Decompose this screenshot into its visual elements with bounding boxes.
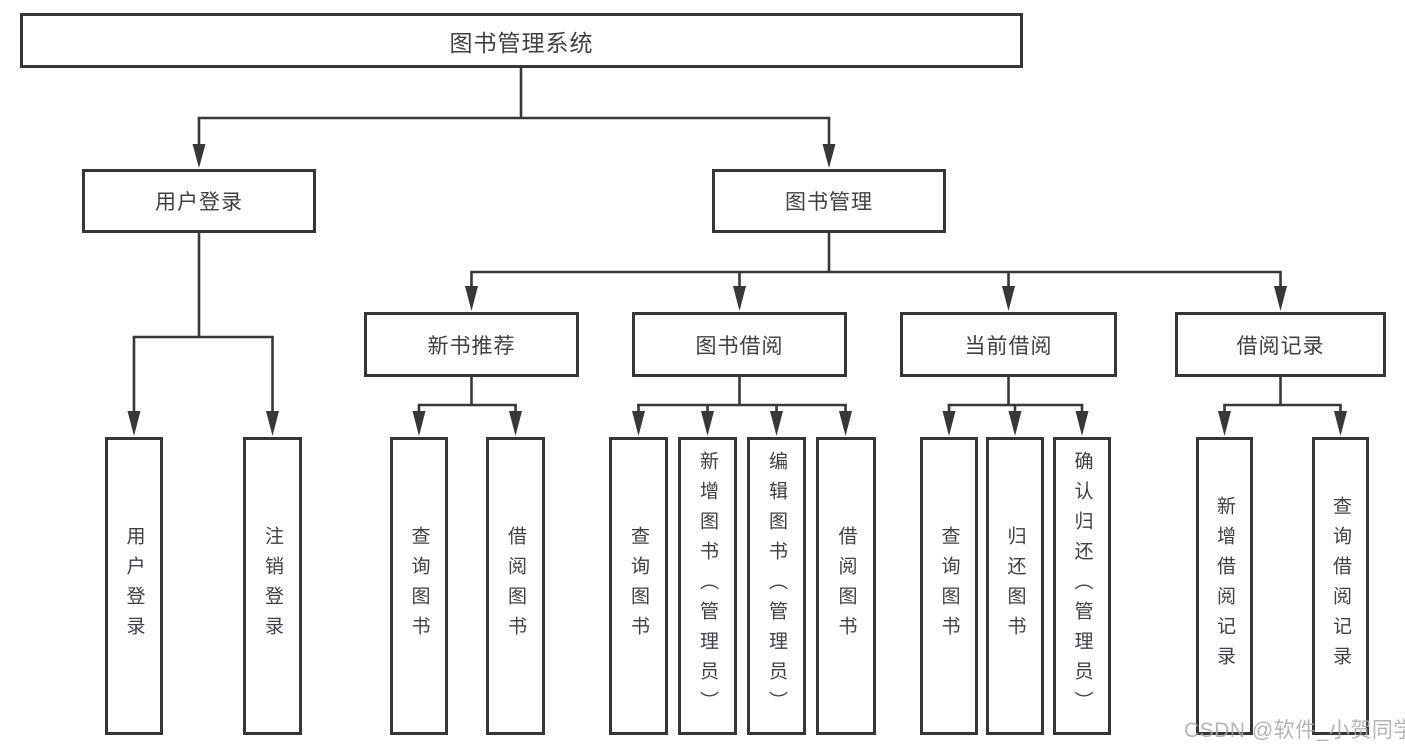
leaf-logout: 注销登录 [243, 437, 302, 735]
leaf-confirm-return-admin: 确认归还（管理员） [1053, 437, 1111, 735]
leaf-query-borrow-record: 查询借阅记录 [1312, 437, 1369, 735]
node-label: 用户登录 [123, 526, 145, 646]
node-label: 归还图书 [1004, 526, 1026, 646]
node-book-borrowing: 图书借阅 [632, 312, 847, 377]
node-label: 注销登录 [262, 526, 283, 646]
node-current-borrowing: 当前借阅 [900, 312, 1117, 377]
leaf-query-books-borrowing: 查询图书 [609, 437, 668, 735]
node-label: 当前借阅 [964, 334, 1053, 358]
node-label: 编辑图书（管理员） [766, 451, 787, 721]
node-label: 新增图书（管理员） [697, 451, 718, 721]
leaf-borrow-books-recommend: 借阅图书 [486, 437, 545, 735]
node-label: 借阅图书 [505, 526, 526, 646]
node-label: 图书借阅 [695, 334, 784, 358]
node-label: 图书管理 [785, 191, 873, 214]
leaf-add-books-admin: 新增图书（管理员） [678, 437, 737, 735]
node-label: 用户登录 [155, 191, 243, 214]
leaf-query-books-current: 查询图书 [920, 437, 978, 735]
node-book-management-branch: 图书管理 [712, 169, 946, 233]
node-label: 查询图书 [938, 526, 960, 646]
leaf-return-books: 归还图书 [986, 437, 1044, 735]
leaf-user-login: 用户登录 [105, 437, 163, 735]
node-label: 确认归还（管理员） [1071, 451, 1093, 721]
node-borrowing-records: 借阅记录 [1175, 312, 1386, 377]
node-library-management-system: 图书管理系统 [20, 13, 1023, 68]
leaf-borrow-books: 借阅图书 [816, 437, 876, 735]
node-label: 借阅记录 [1236, 334, 1325, 358]
node-user-login-branch: 用户登录 [82, 169, 316, 233]
leaf-edit-books-admin: 编辑图书（管理员） [747, 437, 806, 735]
node-new-book-recommendation: 新书推荐 [364, 312, 579, 377]
node-label: 查询图书 [628, 526, 649, 646]
node-label: 新书推荐 [427, 334, 516, 358]
node-label: 查询借阅记录 [1330, 496, 1351, 676]
node-label: 新增借阅记录 [1214, 496, 1235, 676]
leaf-query-books-recommend: 查询图书 [390, 437, 448, 735]
node-label: 查询图书 [408, 526, 430, 646]
leaf-add-borrow-record: 新增借阅记录 [1196, 437, 1253, 735]
node-label: 借阅图书 [835, 526, 857, 646]
csdn-watermark: CSDN @软件_小贺同学 [1184, 719, 1405, 742]
node-label: 图书管理系统 [449, 29, 594, 56]
